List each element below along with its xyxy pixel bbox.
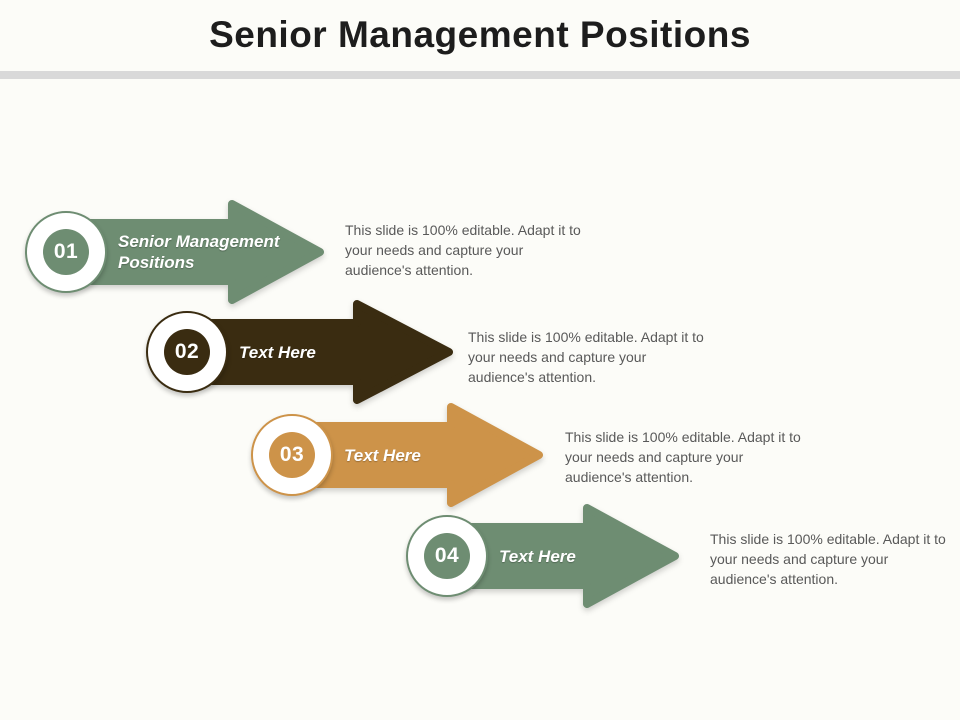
step-number: 03 [269,432,315,478]
step-label: Text Here [239,342,316,362]
step-number: 01 [43,229,89,275]
arrow-right-shape-orange [292,403,543,507]
step-description: This slide is 100% editable. Adapt it to… [565,429,801,485]
slide-title: Senior Management Positions [209,14,751,55]
arrow-right-shape-green [66,200,324,304]
step-description: This slide is 100% editable. Adapt it to… [345,222,581,278]
step-number: 04 [424,533,470,579]
step-number-badge: 02 [146,311,228,393]
step-item-02: 02 Text Here [146,296,457,408]
step-number-badge: 03 [251,414,333,496]
step-item-04: 04 Text Here [406,500,683,612]
arrow-right-shape-brown [187,300,453,404]
step-item-03: 03 Text Here [251,399,547,511]
step-number-badge: 01 [25,211,107,293]
step-label: Text Here [344,445,421,465]
step-number-badge: 04 [406,515,488,597]
title-divider-bar [0,71,960,79]
step-description: This slide is 100% editable. Adapt it to… [468,329,704,385]
step-item-01: 01 Senior Management Positions [25,196,328,308]
step-description: This slide is 100% editable. Adapt it to… [710,531,946,587]
step-label: Senior Management Positions [118,232,280,272]
step-label: Text Here [499,546,576,566]
step-number: 02 [164,329,210,375]
